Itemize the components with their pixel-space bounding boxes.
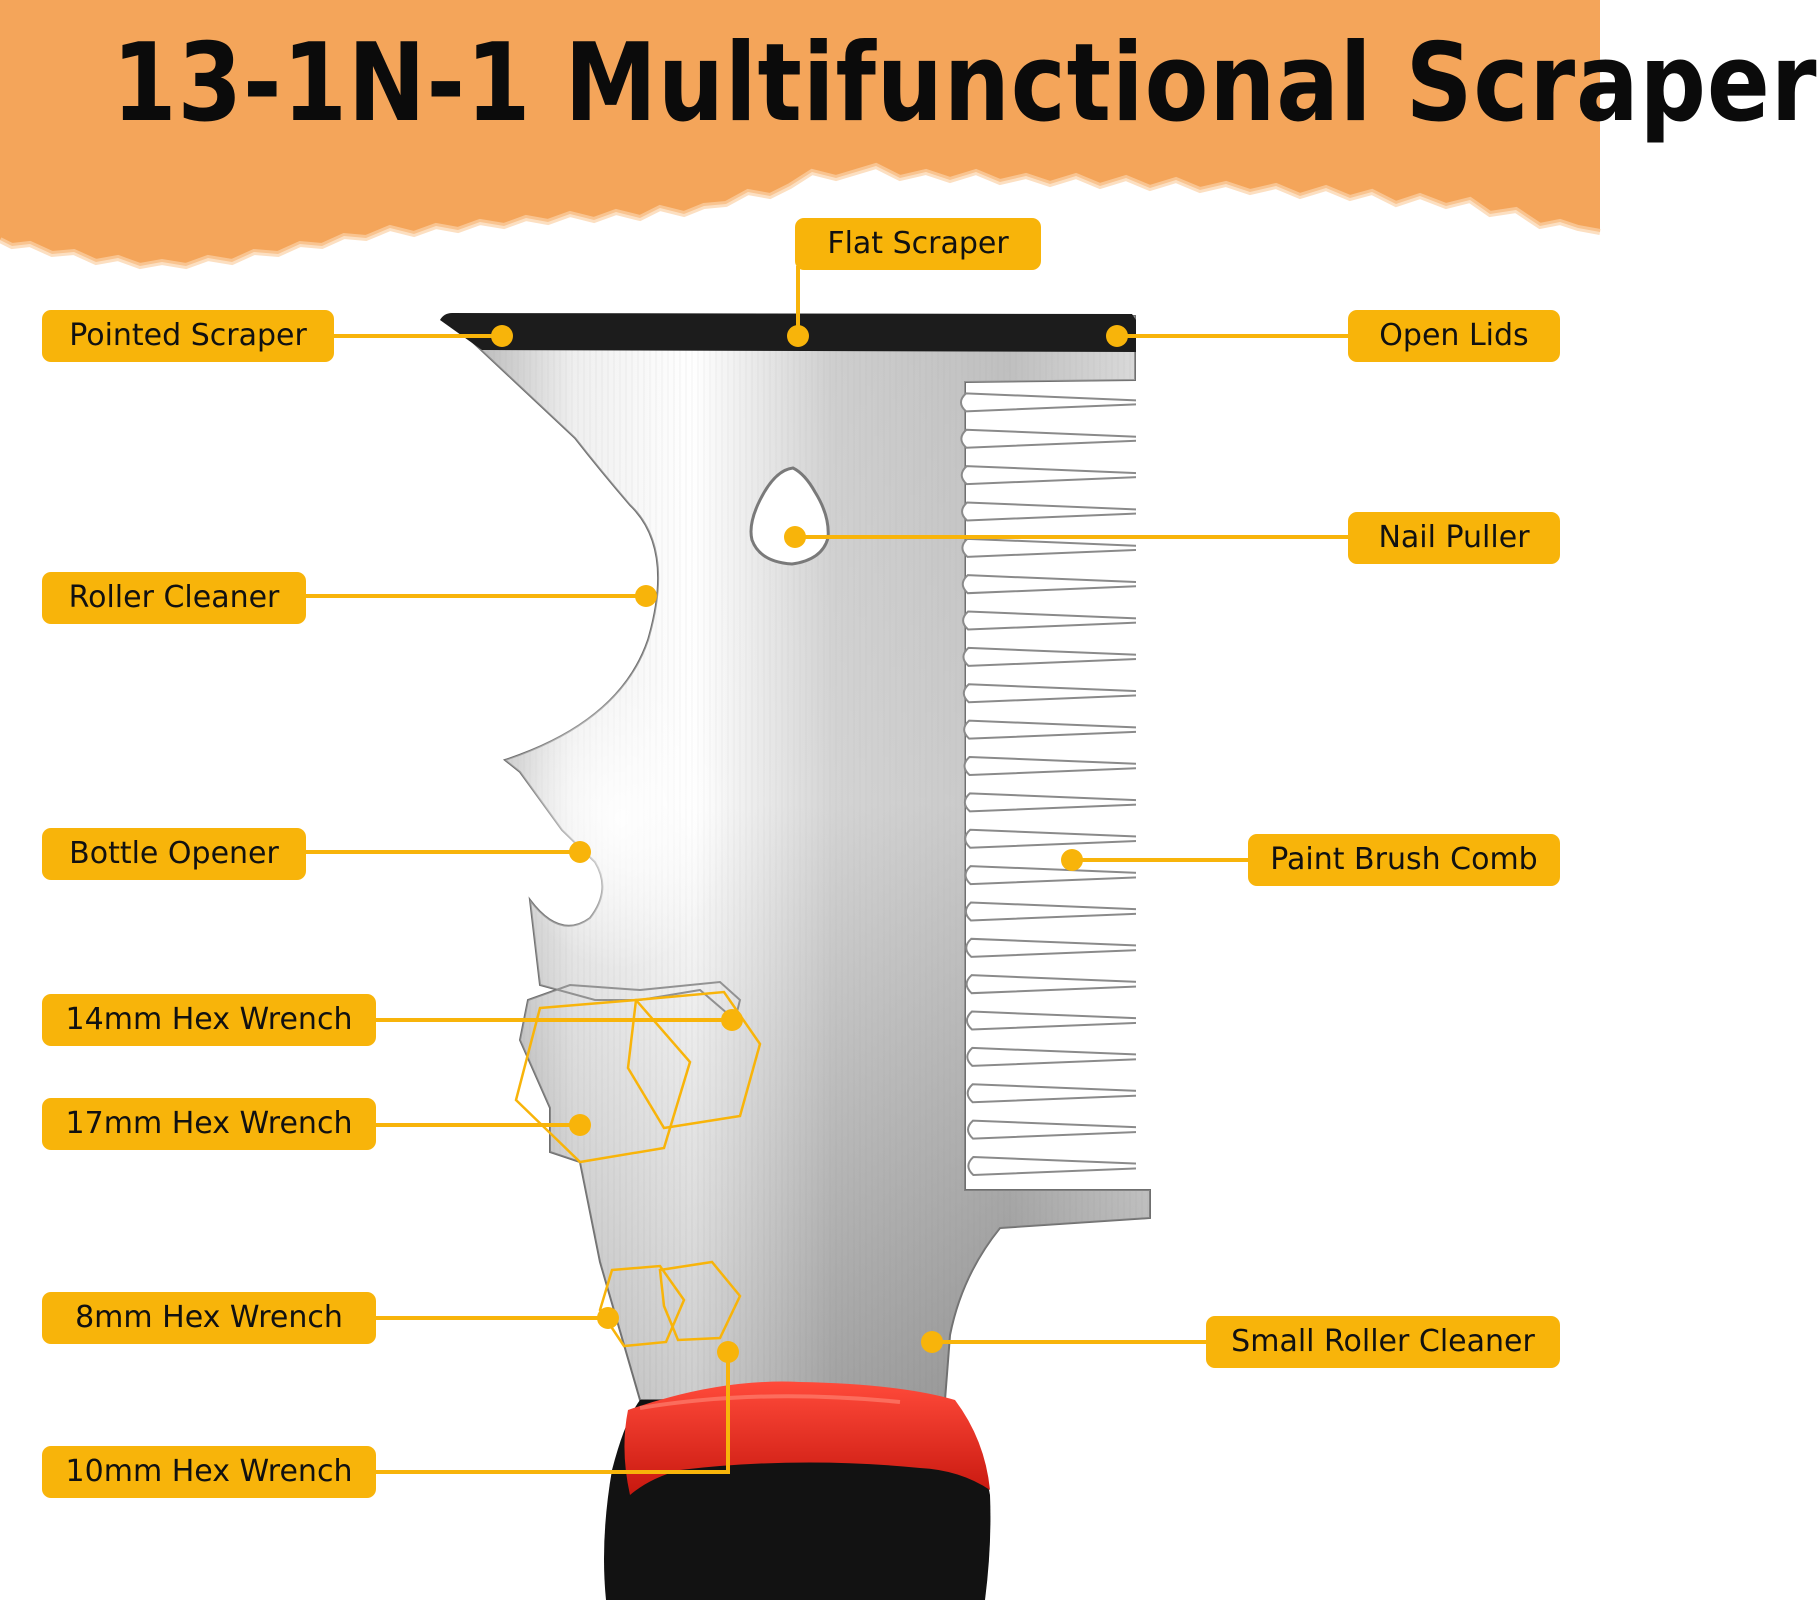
label-10mm-hex-wrench: 10mm Hex Wrench [42,1446,376,1498]
label-flat-scraper: Flat Scraper [795,218,1041,270]
hex-outlines [514,990,762,1348]
leader-lines [305,266,1348,1474]
label-17mm-hex-wrench: 17mm Hex Wrench [42,1098,376,1150]
comb-slot [960,428,1168,449]
scraper-illustration [0,0,1601,1600]
label-paint-brush-comb: Paint Brush Comb [1248,834,1560,886]
handle [604,1381,991,1600]
label-open-lids: Open Lids [1348,310,1560,362]
comb-slot [960,392,1167,413]
nail-puller-hole [749,466,830,566]
banner-background [0,0,1600,266]
comb-teeth [960,380,1196,1188]
label-bottle-opener: Bottle Opener [42,828,306,880]
label-nail-puller: Nail Puller [1348,512,1560,564]
label-14mm-hex-wrench: 14mm Hex Wrench [42,994,376,1046]
label-pointed-scraper: Pointed Scraper [42,310,334,362]
label-roller-cleaner: Roller Cleaner [42,572,306,624]
leader-dots [491,325,1128,1363]
label-8mm-hex-wrench: 8mm Hex Wrench [42,1292,376,1344]
page-title: 13-1N-1 Multifunctional Scraper [112,21,1817,146]
comb-edge-mask [1136,380,1196,1188]
scraper-blade [444,314,1151,1401]
label-small-roller-cleaner: Small Roller Cleaner [1206,1316,1560,1368]
